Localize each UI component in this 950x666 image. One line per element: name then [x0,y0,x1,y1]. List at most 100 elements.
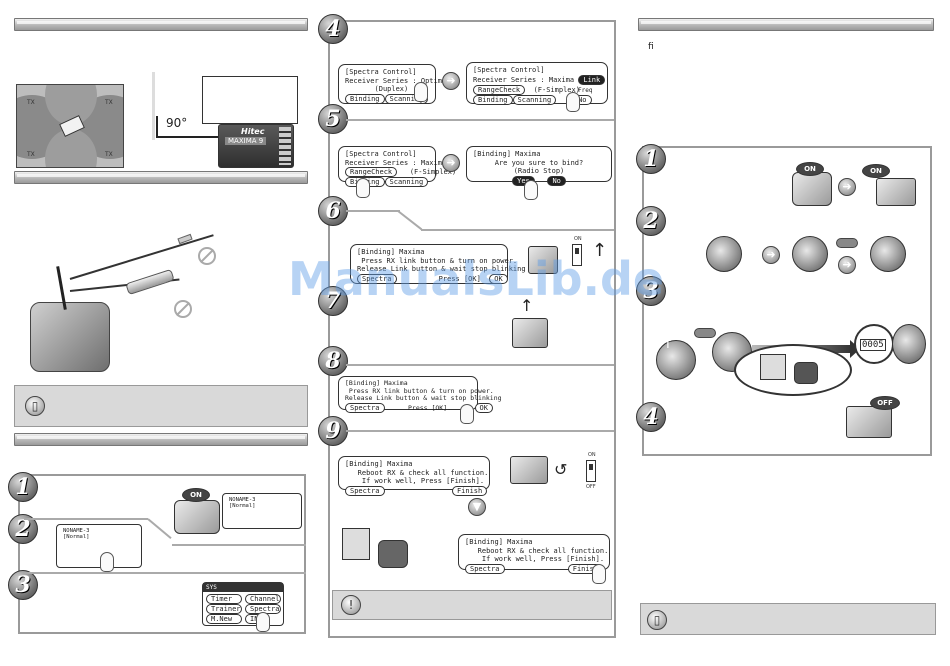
instruction-line: Reboot RX & check all function. [357,468,489,477]
screen-title: [Spectra Control] [345,150,417,158]
tx-label: TX [105,99,113,106]
series-mode: (F-Simplex) [533,85,580,94]
next-arrow-icon: ➜ [442,72,460,90]
switch-off-label: OFF [586,484,596,490]
instruction-line: Press RX link button & turn on power. [348,386,494,395]
binding-button[interactable]: Binding [345,93,385,104]
step-number: 2 [636,206,666,236]
switch-on-label: ON [574,236,582,242]
system-menu-screen: SYS Timer Channel Trainer Spectra M.New … [202,582,284,626]
receiver-closeup [656,340,696,380]
instruction-line: If work well, Press [Finish]. [361,477,485,485]
off-badge: OFF [870,396,900,410]
link-button[interactable]: Link [578,74,606,85]
step-number: 8 [318,346,348,376]
instruction-line: Release Link button & wait stop blinking [345,394,502,402]
pointing-hand-icon [356,178,370,198]
spectra-button[interactable]: Spectra [345,402,385,413]
binding-instruction-screen: [Binding] Maxima Press RX link button & … [338,376,502,413]
spectra-button[interactable]: Spectra [357,273,397,284]
step-number: 1 [636,144,666,174]
scanning-button[interactable]: Scanning [384,177,429,187]
up-arrow-icon: ↑ [662,336,674,352]
instruction-line: Press [OK]. [408,403,452,412]
receiver-series: Receiver Series : Maxima [473,75,575,84]
step-number: 3 [636,276,666,306]
screen-title: [Binding] Maxima [473,150,541,158]
warning-icon: ! [341,595,361,615]
rangecheck-button[interactable]: RangeCheck [473,84,526,95]
transmitter-image [792,172,832,206]
tx-label: TX [27,99,35,106]
menu-item-timer[interactable]: Timer [206,594,242,604]
section-header-2 [14,171,308,184]
menu-item-mnew[interactable]: M.New [206,614,242,624]
pointing-hand-icon [460,404,474,424]
receiver-image [510,456,548,484]
receiver-closeup [870,236,906,272]
down-arrow-icon: ▼ [468,498,486,516]
next-arrow-icon: ➜ [838,178,856,196]
instruction-line: Reboot RX & check all function. [477,546,609,555]
on-badge: ON [862,164,890,178]
receiver-series: Receiver Series : Optima [345,76,447,85]
receiver-image [512,318,548,348]
next-arrow-icon: ➜ [442,154,460,172]
screen-title: [Binding] Maxima [345,379,408,387]
scanning-button[interactable]: Scanning [512,94,557,105]
spectra-button[interactable]: Spectra [465,563,505,574]
rx-model: MAXIMA 9 [225,137,267,145]
watermark: ManualsLib.de [288,252,665,306]
tx-label: TX [27,151,35,158]
antenna-pattern-figure: TX TX TX TX [16,84,124,168]
section-header-1 [14,18,308,31]
receiver-antenna-figure: 90° Hitec MAXIMA 9 [148,72,308,172]
servo-image [342,528,370,560]
spectra-button[interactable]: Spectra [345,485,385,496]
menu-tab[interactable]: SYS [206,584,217,591]
spectra-control-screen: [Spectra Control] Receiver Series : Maxi… [338,146,456,187]
binding-instruction-screen: [Binding] Maxima Press RX link button & … [350,244,526,284]
pointing-hand-icon [566,92,580,112]
screen-title: [Binding] Maxima [345,460,413,468]
prohibited-icon [174,300,192,318]
receiver-image [528,246,558,274]
power-switch-icon [586,460,596,482]
pointing-hand-icon [100,552,114,572]
screen-title: [Spectra Control] [345,68,417,76]
stray-glyph: ﬁ [648,42,654,52]
receiver-closeup [792,236,828,272]
model-name: NONAME-3 [229,497,256,503]
instruction-line: Release Link button & wait stop blinking [357,265,526,273]
reboot-screen: [Binding] Maxima Reboot RX & check all f… [458,534,610,574]
ok-button[interactable]: OK [489,273,508,284]
binding-button[interactable]: Binding [473,94,513,105]
note-box-1: ▯ [14,385,308,427]
step-number: 1 [8,472,38,502]
screen-title: [Binding] Maxima [357,248,425,256]
rangecheck-button[interactable]: RangeCheck [345,167,398,177]
on-badge: ON [796,162,824,176]
menu-item-trainer[interactable]: Trainer [206,604,242,614]
note-box-3: ▯ [640,603,936,635]
no-button[interactable]: No [547,175,566,186]
pointing-hand-icon [256,612,270,632]
confirm-note: (Radio Stop) [513,167,565,175]
finish-button[interactable]: Finish [451,485,488,496]
ok-button[interactable]: OK [474,402,493,413]
menu-item-channel[interactable]: Channel [245,594,281,604]
timer-counter: 0005 [860,339,886,351]
freq-label: Freq [578,87,593,94]
step-number: 4 [636,402,666,432]
model-name: NONAME-3 [63,528,90,534]
receiver-closeup [892,324,926,364]
receiver-image [846,406,892,438]
pointing-hand-icon [414,82,428,102]
home-screen-zoom: NONAME-3 [Normal] [222,493,302,529]
pointing-hand-icon [524,180,538,200]
home-screen: NONAME-3 [Normal] [56,524,142,568]
info-icon: ▯ [25,396,45,416]
step-number: 5 [318,104,348,134]
range-check-figure [20,232,220,384]
